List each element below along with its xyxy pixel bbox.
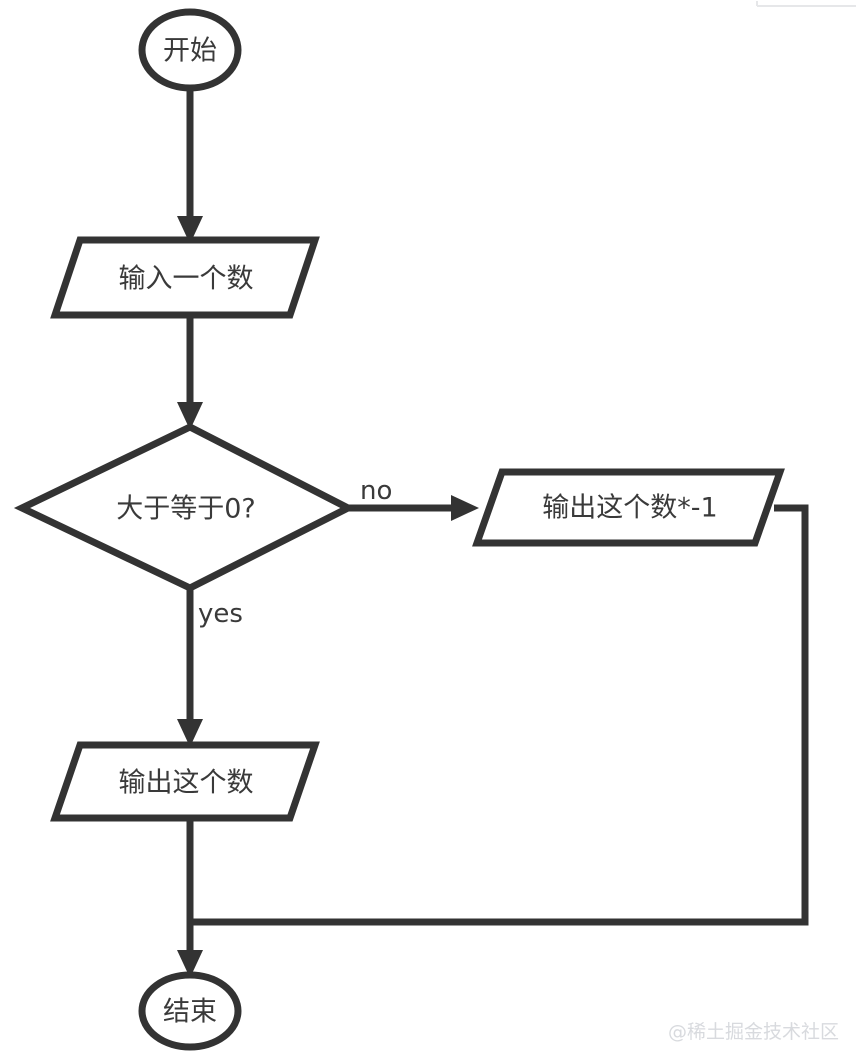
node-end-shape xyxy=(138,971,242,1051)
node-input-shape xyxy=(50,236,320,319)
edge-decision-to-output-neg xyxy=(348,495,479,521)
arrow-head-icon xyxy=(177,950,203,978)
node-end-label: 结束 xyxy=(163,997,217,1028)
node-start-shape xyxy=(138,8,242,92)
node-decision-shape xyxy=(13,423,356,592)
node-input-label: 输入一个数 xyxy=(119,264,254,295)
node-decision-label: 大于等于0? xyxy=(116,494,256,525)
edge-label-no: no xyxy=(360,476,392,506)
node-end[interactable]: 结束 xyxy=(138,971,242,1051)
node-input[interactable]: 输入一个数 xyxy=(50,236,320,319)
node-output-negated-label: 输出这个数*-1 xyxy=(542,493,717,524)
arrow-head-icon xyxy=(177,216,203,244)
edge-input-to-decision xyxy=(177,315,203,430)
node-output-positive-shape xyxy=(50,741,320,822)
node-decision[interactable]: 大于等于0? xyxy=(13,423,356,592)
edge-output-pos-to-end xyxy=(177,818,203,978)
node-start-label: 开始 xyxy=(163,36,217,67)
edge-decision-to-output-pos xyxy=(177,588,203,747)
watermark: @稀土掘金技术社区 xyxy=(668,1021,839,1043)
edge-label-yes: yes xyxy=(198,599,243,629)
arrow-head-icon xyxy=(451,495,479,521)
node-output-positive-label: 输出这个数 xyxy=(119,768,254,799)
edge-output-neg-return-path xyxy=(190,504,809,926)
arrow-head-icon xyxy=(177,719,203,747)
node-start[interactable]: 开始 xyxy=(138,8,242,92)
node-output-negated[interactable]: 输出这个数*-1 xyxy=(472,468,785,547)
edge-start-to-input xyxy=(177,88,203,244)
arrow-head-icon xyxy=(177,402,203,430)
node-output-negated-shape xyxy=(472,468,785,547)
node-output-positive[interactable]: 输出这个数 xyxy=(50,741,320,822)
